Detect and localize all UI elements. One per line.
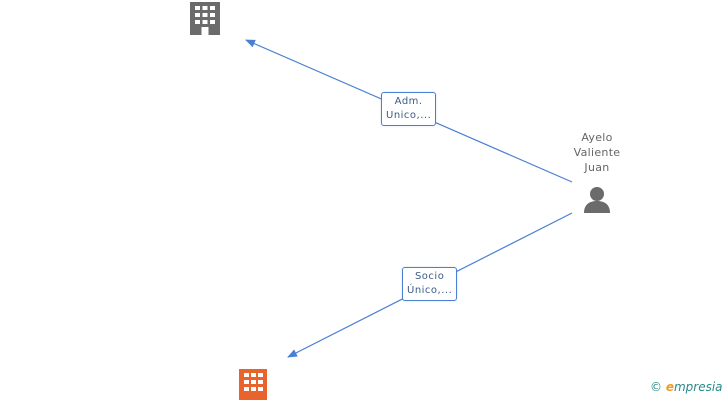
brand-initial: e bbox=[665, 380, 674, 394]
edge-label-line: Socio bbox=[414, 271, 445, 282]
person-name-line: Valiente bbox=[573, 146, 621, 159]
edge-label-adm-unico[interactable]: Adm. Unico,... bbox=[381, 92, 437, 126]
person-name[interactable]: Ayelo Valiente Juan bbox=[560, 130, 634, 175]
brand-rest: mpresia bbox=[673, 380, 723, 394]
person-icon[interactable] bbox=[584, 187, 610, 213]
edge-label-line: Único,... bbox=[407, 285, 453, 296]
empresia-watermark: © empresia bbox=[650, 380, 723, 394]
person-name-line: Ayelo bbox=[581, 131, 613, 144]
building-icon[interactable] bbox=[239, 369, 267, 400]
building-icon[interactable] bbox=[190, 2, 220, 35]
edge-label-line: Unico,... bbox=[386, 110, 432, 121]
edge-label-line: Adm. bbox=[394, 96, 423, 107]
edge-label-socio-unico[interactable]: Socio Único,... bbox=[402, 267, 458, 301]
copyright-symbol: © bbox=[650, 380, 662, 394]
person-name-line: Juan bbox=[584, 161, 610, 174]
